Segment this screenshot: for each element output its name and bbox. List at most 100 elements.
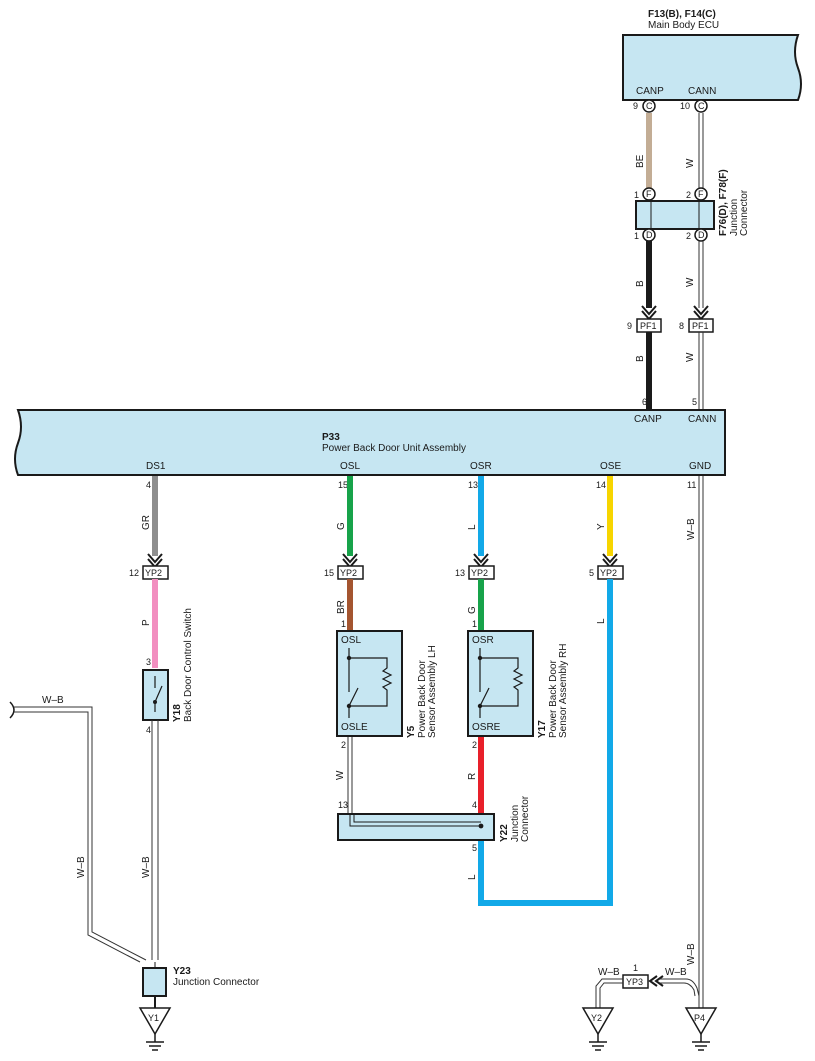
y18-pin-top: 3 <box>146 657 151 667</box>
wire-label-l-3: L <box>467 874 478 880</box>
y17-sensor-rh: OSR OSRE 1 2 Y17 Power Back Door Sensor … <box>467 619 569 750</box>
y5-pin-bottom: 2 <box>341 740 346 750</box>
f76-pin-out-1: 1 <box>634 231 639 241</box>
f76-pin-in-1: 1 <box>634 190 639 200</box>
f76-pin-in-2: 2 <box>686 190 691 200</box>
wire-label-wb-4: W–B <box>686 518 697 540</box>
ground-y1-label: Y1 <box>148 1013 159 1023</box>
p33-pin-osr: 13 <box>468 480 478 490</box>
p33-pin-canp: 6 <box>642 397 647 407</box>
y17-name-1: Power Back Door <box>548 660 559 738</box>
y22-pin-bottom: 5 <box>472 843 477 853</box>
wire-label-wb-7: W–B <box>598 967 620 978</box>
ecu-code: F13(B), F14(C) <box>648 9 716 20</box>
pf1-pin-left: 9 <box>627 321 632 331</box>
y22-pin-right: 4 <box>472 800 477 810</box>
y17-top-label: OSR <box>472 635 494 646</box>
f76-name-2: Connector <box>739 189 750 236</box>
wire-label-w-1: W <box>685 158 696 168</box>
pf1-pin-right: 8 <box>679 321 684 331</box>
y18-pin-bottom: 4 <box>146 725 151 735</box>
wire-label-wb-1: W–B <box>141 856 152 878</box>
wire-label-w-3: W <box>685 352 696 362</box>
f76-conn-out-1: D <box>646 230 653 240</box>
pf1-connector: PF1 9 PF1 8 <box>627 318 714 333</box>
p33-pin-ds1: 4 <box>146 480 151 490</box>
f76-conn-in-2: F <box>698 189 704 199</box>
yp2-label-osl: YP2 <box>340 568 357 578</box>
p33-code: P33 <box>322 432 340 443</box>
yp3-pin: 1 <box>633 963 638 973</box>
p33-name: Power Back Door Unit Assembly <box>322 443 466 454</box>
y5-pin-top: 1 <box>341 619 346 629</box>
p33-ds1-label: DS1 <box>146 461 166 472</box>
y5-name-2: Sensor Assembly LH <box>427 645 438 738</box>
wire-label-wb-3: W–B <box>76 856 87 878</box>
ecu-terminal-canp <box>642 99 656 113</box>
ecu-terminal-cann <box>694 99 708 113</box>
y17-pin-top: 1 <box>472 619 477 629</box>
wire-label-y: Y <box>596 523 607 530</box>
ecu-conn-cann: C <box>698 101 705 111</box>
y22-name-2: Connector <box>520 795 531 842</box>
wire-label-gr: GR <box>141 515 152 530</box>
wire-label-r: R <box>467 773 478 780</box>
ecu-conn-canp: C <box>646 101 653 111</box>
yp2-arrows <box>147 553 618 569</box>
y17-code: Y17 <box>537 720 548 738</box>
wire-label-wb-2: W–B <box>42 695 64 706</box>
pf1-label-b: PF1 <box>692 321 709 331</box>
wire-label-w-4: W <box>335 770 346 780</box>
wire-label-be: BE <box>635 154 646 168</box>
p33-pin-cann: 5 <box>692 397 697 407</box>
junction-connector-f76: F F D D 1 2 1 2 F76(D), F78(F) Junction … <box>634 169 750 242</box>
yp2-label-ds1: YP2 <box>145 568 162 578</box>
y17-pin-bottom: 2 <box>472 740 477 750</box>
f76-conn-in-1: F <box>646 189 652 199</box>
wire-label-l-2: L <box>596 618 607 624</box>
ground-p4-label: P4 <box>694 1013 705 1023</box>
y17-bottom-label: OSRE <box>472 722 501 733</box>
yp3-connector: YP3 1 W–B W–B <box>595 963 700 1008</box>
y23-junction-connector: Y23 Junction Connector <box>142 962 260 997</box>
wire-label-g-2: G <box>467 606 478 614</box>
yp2-pin-osr: 13 <box>455 568 465 578</box>
y23-code: Y23 <box>173 966 191 977</box>
ecu-pin-cann: 10 <box>680 101 690 111</box>
ecu-canp-label: CANP <box>636 86 664 97</box>
f76-conn-out-2: D <box>698 230 705 240</box>
yp3-label: YP3 <box>626 977 643 987</box>
ground-p4: P4 <box>684 1007 718 1051</box>
p33-ose-label: OSE <box>600 461 621 472</box>
wire-label-b-2: B <box>635 355 646 362</box>
ground-y1: Y1 <box>138 1007 172 1051</box>
f76-code: F76(D), F78(F) <box>718 169 729 236</box>
wire-l-ose <box>478 579 613 906</box>
y22-name-1: Junction <box>510 805 521 842</box>
y17-name-2: Sensor Assembly RH <box>558 644 569 738</box>
wire-label-g-1: G <box>336 522 347 530</box>
p33-osr-label: OSR <box>470 461 492 472</box>
f76-name-1: Junction <box>729 199 740 236</box>
y5-bottom-label: OSLE <box>341 722 368 733</box>
wire-label-wb-6: W–B <box>665 967 687 978</box>
y5-code: Y5 <box>406 725 417 738</box>
yp2-label-osr: YP2 <box>471 568 488 578</box>
yp2-label-ose: YP2 <box>600 568 617 578</box>
p33-cann-label: CANN <box>688 414 716 425</box>
ecu-cann-label: CANN <box>688 86 716 97</box>
p33-pin-ose: 14 <box>596 480 606 490</box>
y22-pin-left: 13 <box>338 800 348 810</box>
main-body-ecu: F13(B), F14(C) Main Body ECU CANP CANN 9… <box>622 9 802 113</box>
yp2-pin-ds1: 12 <box>129 568 139 578</box>
p33-pin-osl: 15 <box>338 480 348 490</box>
p33-unit-assembly: 6 5 CANP CANN P33 Power Back Door Unit A… <box>14 397 726 490</box>
p33-osl-label: OSL <box>340 461 360 472</box>
ground-y2-label: Y2 <box>591 1013 602 1023</box>
y22-junction-connector: 13 4 5 Y22 Junction Connector <box>337 795 531 853</box>
wire-label-p: P <box>141 619 152 626</box>
y5-sensor-lh: OSL OSLE 1 2 Y5 Power Back Door Sensor A… <box>336 619 438 750</box>
y18-name: Back Door Control Switch <box>183 608 194 722</box>
ecu-pin-canp: 9 <box>633 101 638 111</box>
